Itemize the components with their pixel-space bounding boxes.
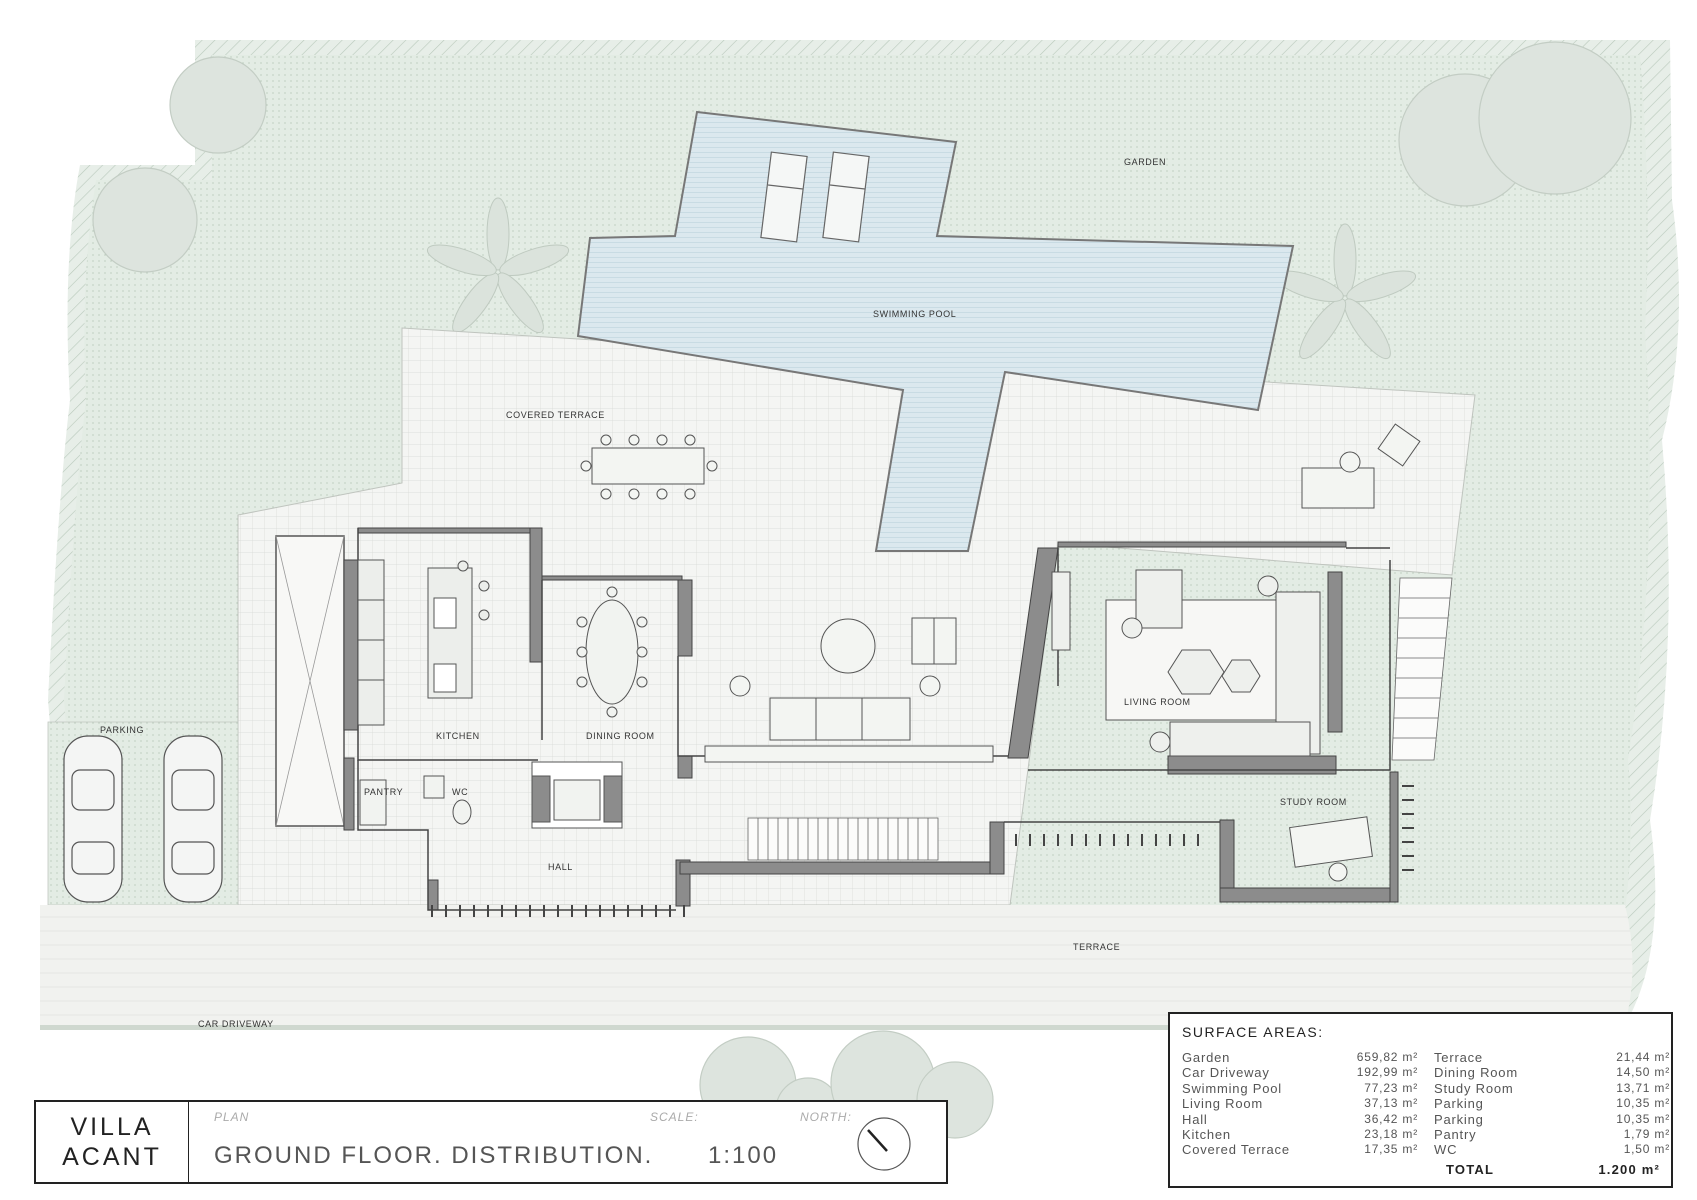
- area-value: 659,82 m²: [1356, 1050, 1418, 1064]
- north-caption: NORTH:: [800, 1110, 852, 1124]
- area-value: 192,99 m²: [1356, 1065, 1418, 1080]
- terrace-floor: [40, 905, 1633, 1025]
- label-terrace: TERRACE: [1073, 942, 1120, 952]
- label-garden: GARDEN: [1124, 157, 1166, 167]
- area-name: Pantry: [1434, 1126, 1477, 1142]
- area-row: Parking 10,35 m²: [1434, 1096, 1670, 1111]
- label-dining-room: DINING ROOM: [586, 731, 655, 741]
- area-row: Covered Terrace 17,35 m²: [1182, 1142, 1418, 1157]
- area-row: Garden 659,82 m²: [1182, 1050, 1418, 1065]
- terrace-table-icon: [580, 434, 718, 500]
- project-name: VILLA ACANT: [36, 1102, 189, 1182]
- window-marks: [431, 785, 1414, 917]
- area-value: 13,71 m²: [1616, 1080, 1670, 1095]
- north-arrow-icon: [857, 1117, 911, 1171]
- project-name-line1: VILLA: [70, 1113, 154, 1141]
- dining-table-icon: [576, 586, 648, 718]
- area-value: 10,35 m²: [1616, 1096, 1670, 1111]
- area-row: Kitchen 23,18 m²: [1182, 1127, 1418, 1142]
- total-value: 1.200 m²: [1598, 1162, 1660, 1177]
- palm-tree-icon: [426, 197, 1417, 360]
- kitchen-units: [357, 559, 490, 726]
- room-labels: GARDEN SWIMMING POOL COVERED TERRACE PAR…: [100, 157, 1347, 1029]
- label-pantry: PANTRY: [364, 787, 403, 797]
- plan-title: GROUND FLOOR. DISTRIBUTION.: [214, 1142, 654, 1169]
- area-name: Terrace: [1434, 1050, 1483, 1065]
- area-value: 36,42 m²: [1364, 1111, 1418, 1126]
- label-study-room: STUDY ROOM: [1280, 797, 1347, 807]
- area-row: Swimming Pool 77,23 m²: [1182, 1081, 1418, 1096]
- area-row: Study Room 13,71 m²: [1434, 1081, 1670, 1096]
- stairs: [747, 577, 1453, 861]
- label-swimming-pool: SWIMMING POOL: [873, 309, 956, 319]
- study-desk-icon: [1289, 816, 1373, 882]
- label-living-room: LIVING ROOM: [1124, 697, 1191, 707]
- area-name: Covered Terrace: [1182, 1142, 1290, 1158]
- area-name: Parking: [1434, 1111, 1484, 1127]
- label-hall: HALL: [548, 862, 573, 872]
- car-icon: [63, 735, 223, 903]
- total-label: TOTAL: [1446, 1162, 1495, 1177]
- area-name: Study Room: [1434, 1080, 1514, 1096]
- area-value: 21,44 m²: [1616, 1050, 1670, 1064]
- area-name: Kitchen: [1182, 1126, 1231, 1142]
- scale-value: 1:100: [708, 1142, 779, 1169]
- area-value: 10,35 m²: [1616, 1111, 1670, 1126]
- area-row: Hall 36,42 m²: [1182, 1112, 1418, 1127]
- area-name: Garden: [1182, 1050, 1231, 1065]
- title-block: VILLA ACANT PLAN GROUND FLOOR. DISTRIBUT…: [34, 1100, 948, 1184]
- area-value: 1,79 m²: [1623, 1126, 1670, 1141]
- sun-lounger-icon: [760, 151, 870, 243]
- walls: [343, 527, 1399, 911]
- area-row: Living Room 37,13 m²: [1182, 1096, 1418, 1111]
- area-row: Car Driveway 192,99 m²: [1182, 1065, 1418, 1080]
- label-wc: WC: [452, 787, 468, 797]
- surface-areas-title: SURFACE AREAS:: [1182, 1024, 1324, 1040]
- area-row: Parking 10,35 m²: [1434, 1112, 1670, 1127]
- area-row: Dining Room 14,50 m²: [1434, 1065, 1670, 1080]
- swimming-pool: [576, 110, 1295, 552]
- surface-areas-total: TOTAL 1.200 m²: [1446, 1162, 1660, 1177]
- area-name: Swimming Pool: [1182, 1080, 1282, 1096]
- area-value: 23,18 m²: [1364, 1126, 1418, 1141]
- area-name: Hall: [1182, 1111, 1208, 1127]
- area-name: WC: [1434, 1142, 1458, 1158]
- label-covered-terrace: COVERED TERRACE: [506, 410, 605, 420]
- plan-caption: PLAN: [214, 1110, 250, 1124]
- area-name: Dining Room: [1434, 1065, 1518, 1081]
- area-name: Parking: [1434, 1096, 1484, 1112]
- area-name: Car Driveway: [1182, 1065, 1270, 1081]
- area-row: WC 1,50 m²: [1434, 1142, 1670, 1157]
- living-room-furniture: [1051, 569, 1321, 757]
- terrace-furniture: [704, 617, 994, 763]
- area-name: Living Room: [1182, 1096, 1264, 1112]
- project-name-line2: ACANT: [62, 1143, 162, 1171]
- area-row: Terrace 21,44 m²: [1434, 1050, 1670, 1065]
- area-value: 77,23 m²: [1364, 1080, 1418, 1095]
- area-row: Pantry 1,79 m²: [1434, 1127, 1670, 1142]
- scale-caption: SCALE:: [650, 1110, 699, 1124]
- area-value: 14,50 m²: [1616, 1065, 1670, 1080]
- label-car-driveway: CAR DRIVEWAY: [198, 1019, 274, 1029]
- area-value: 1,50 m²: [1623, 1142, 1670, 1157]
- area-value: 37,13 m²: [1364, 1096, 1418, 1111]
- area-value: 17,35 m²: [1364, 1142, 1418, 1157]
- label-kitchen: KITCHEN: [436, 731, 480, 741]
- label-parking: PARKING: [100, 725, 144, 735]
